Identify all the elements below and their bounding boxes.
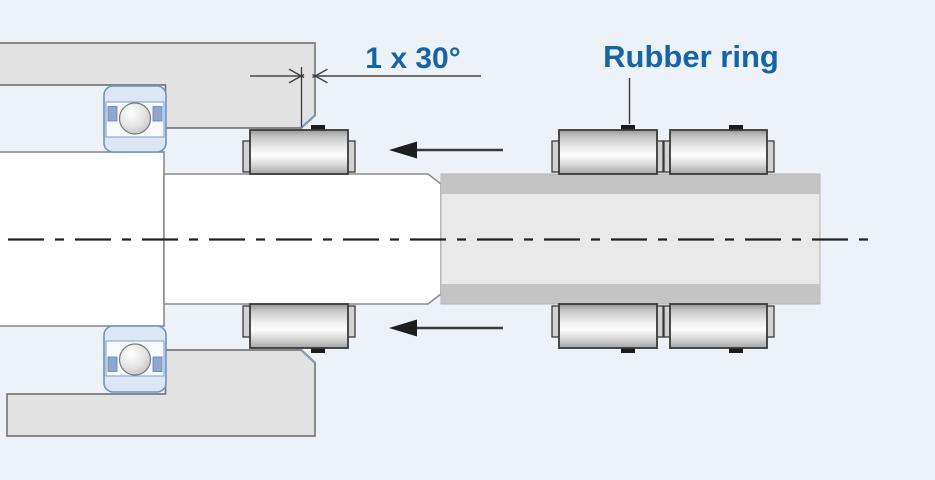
chamfer-dimension: 1 x 30°	[250, 42, 481, 127]
bearing-cage	[152, 356, 163, 372]
rubber-ring-roller-top-right-1	[551, 125, 664, 175]
chamfer-dimension-label: 1 x 30°	[365, 42, 460, 75]
mounting-arrow-top-icon	[389, 141, 503, 159]
rubber-ring-roller-top-left	[242, 125, 356, 175]
roller-body	[249, 303, 349, 349]
housing-top-cross-section	[0, 42, 316, 129]
roller-cap	[311, 125, 325, 132]
bearing-cage	[107, 106, 118, 122]
rubber-ring-roller-bottom-left	[242, 303, 356, 353]
bearing-cage	[152, 106, 163, 122]
chamfer-edge-top	[300, 114, 316, 129]
roller-body	[558, 303, 658, 349]
roller-cap	[729, 125, 743, 132]
roller-cap	[621, 346, 635, 353]
bearing-ball	[118, 343, 152, 376]
mating-shaft-bottom-band	[441, 284, 820, 304]
rubber-ring-roller-top-right-2	[663, 125, 775, 175]
mounting-arrow-bottom-icon	[389, 319, 503, 337]
roller-body	[669, 129, 768, 175]
ball-bearing-bottom	[103, 325, 167, 393]
rubber-ring-label: Rubber ring	[603, 39, 779, 74]
roller-cap	[621, 125, 635, 132]
roller-body	[558, 129, 658, 175]
dimension-arrowhead-left-icon	[288, 68, 305, 84]
rubber-ring-annotation: Rubber ring	[603, 39, 779, 124]
roller-cap	[311, 346, 325, 353]
bearing-ball	[118, 102, 152, 135]
rubber-ring-roller-bottom-right-2	[663, 303, 775, 353]
ball-bearing-top	[103, 85, 167, 153]
bearing-cage	[107, 356, 118, 372]
roller-body	[249, 129, 349, 175]
chamfer-edge-bottom	[300, 349, 316, 364]
roller-cap	[729, 346, 743, 353]
roller-body	[669, 303, 768, 349]
rubber-ring-roller-bottom-right-1	[551, 303, 664, 353]
mating-shaft-top-band	[441, 174, 820, 194]
dimension-arrowhead-right-icon	[312, 68, 328, 84]
